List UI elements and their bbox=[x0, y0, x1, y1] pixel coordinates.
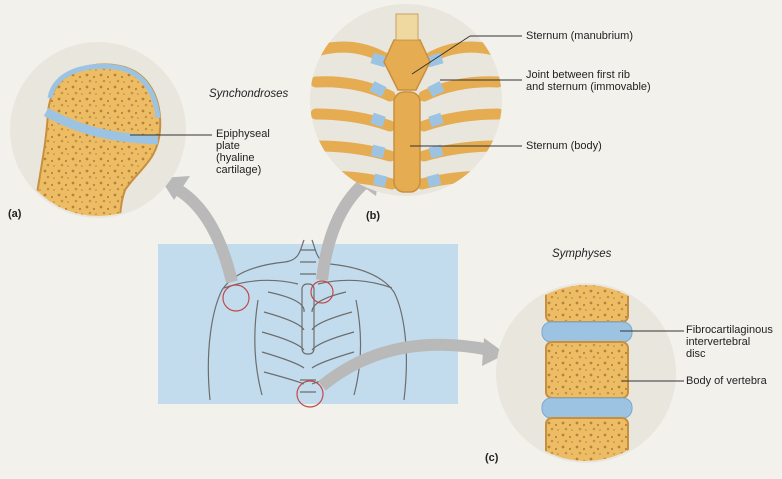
arrow-to-c bbox=[318, 338, 492, 391]
part-a-label: (a) bbox=[8, 208, 22, 220]
joint-line-2: and sternum (immovable) bbox=[526, 81, 651, 93]
joint-line-1: Joint between first rib bbox=[526, 69, 630, 81]
part-c-label: (c) bbox=[485, 452, 499, 464]
arrow-to-b bbox=[316, 175, 372, 281]
sternum-illustration bbox=[310, 4, 522, 196]
vertebra-body-label: Body of vertebra bbox=[686, 375, 767, 387]
arrow-to-a bbox=[171, 182, 238, 284]
epiphyseal-plate-label: Epiphyseal plate (hyaline cartilage) bbox=[216, 128, 270, 176]
synchondroses-title: Synchondroses bbox=[209, 88, 289, 100]
fibro-line-1: Fibrocartilaginous bbox=[686, 324, 773, 336]
sternum-body-label: Sternum (body) bbox=[526, 140, 602, 152]
epiphyseal-line-2: plate bbox=[216, 140, 240, 152]
skeleton-outline bbox=[207, 239, 407, 408]
epiphyseal-plate-illustration bbox=[10, 42, 212, 218]
fibro-line-2: intervertebral bbox=[686, 336, 751, 348]
epiphyseal-line-1: Epiphyseal bbox=[216, 128, 270, 140]
fibro-line-3: disc bbox=[686, 348, 706, 360]
epiphyseal-line-3: (hyaline bbox=[216, 152, 255, 164]
symphyses-title: Symphyses bbox=[552, 248, 612, 260]
part-b-label: (b) bbox=[366, 210, 381, 222]
epiphyseal-line-4: cartilage) bbox=[216, 164, 262, 176]
manubrium-label: Sternum (manubrium) bbox=[526, 30, 633, 42]
intervertebral-disc-label: Fibrocartilaginous intervertebral disc bbox=[686, 324, 773, 360]
first-rib-joint-label: Joint between first rib and sternum (imm… bbox=[526, 69, 651, 93]
vertebrae-illustration bbox=[496, 283, 684, 463]
